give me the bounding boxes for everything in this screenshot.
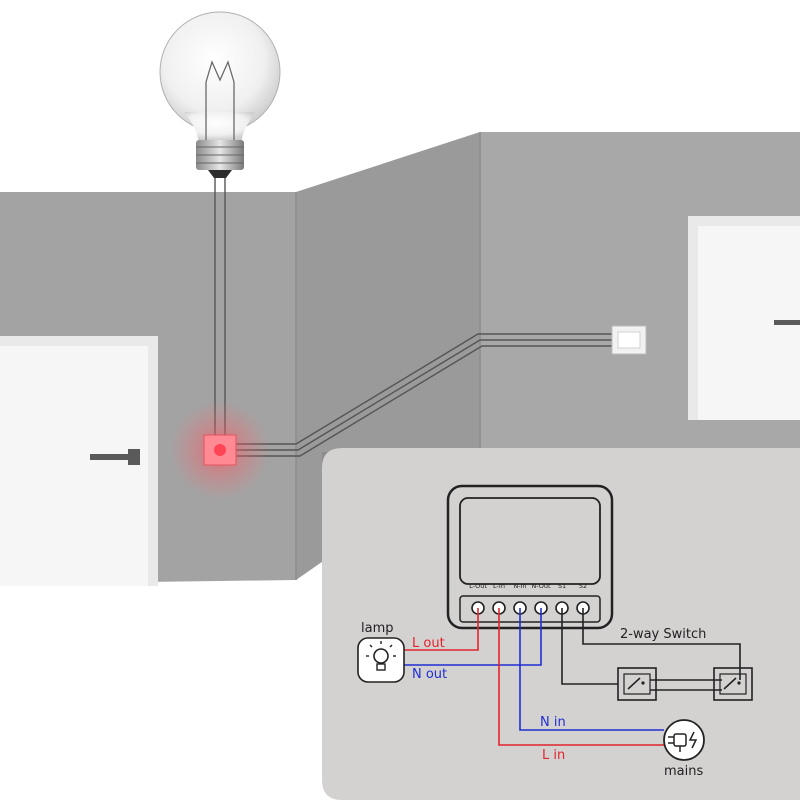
plug-icon <box>663 719 705 761</box>
smart-switch-module <box>446 484 614 630</box>
diagram-panel <box>322 448 800 800</box>
wires <box>404 608 741 746</box>
left-door <box>0 336 158 586</box>
wire-s1 <box>561 608 618 685</box>
lamp-icon <box>357 637 405 683</box>
lamp-label: lamp <box>361 621 394 636</box>
two-way-switch-2 <box>713 667 753 701</box>
terminal-label: N-in <box>513 582 526 590</box>
wire-l-out <box>404 608 479 651</box>
terminal-label: S1 <box>558 582 566 590</box>
right-door <box>688 216 800 420</box>
in-wall-module <box>170 400 270 500</box>
n-out-label: N out <box>412 667 447 682</box>
wire-s2 <box>582 608 741 680</box>
wall-switch-icon <box>611 325 647 355</box>
wire-n-in <box>519 608 664 731</box>
wire-l-in <box>498 608 664 746</box>
terminal-label: S2 <box>579 582 587 590</box>
terminal-label: L-Out <box>469 582 487 590</box>
terminal-label: L-In <box>493 582 505 590</box>
terminal-labels: L-Out L-In N-in N-Out S1 S2 <box>469 582 587 590</box>
l-out-label: L out <box>412 636 445 651</box>
wire-n-out <box>404 608 542 666</box>
lightbulb-icon <box>159 11 281 178</box>
mains-label: mains <box>664 764 703 779</box>
terminal-label: N-Out <box>531 582 551 590</box>
l-in-label: L in <box>542 748 565 763</box>
n-in-label: N in <box>540 715 566 730</box>
two-way-switch-1 <box>617 667 657 701</box>
switch-label: 2-way Switch <box>620 627 706 642</box>
